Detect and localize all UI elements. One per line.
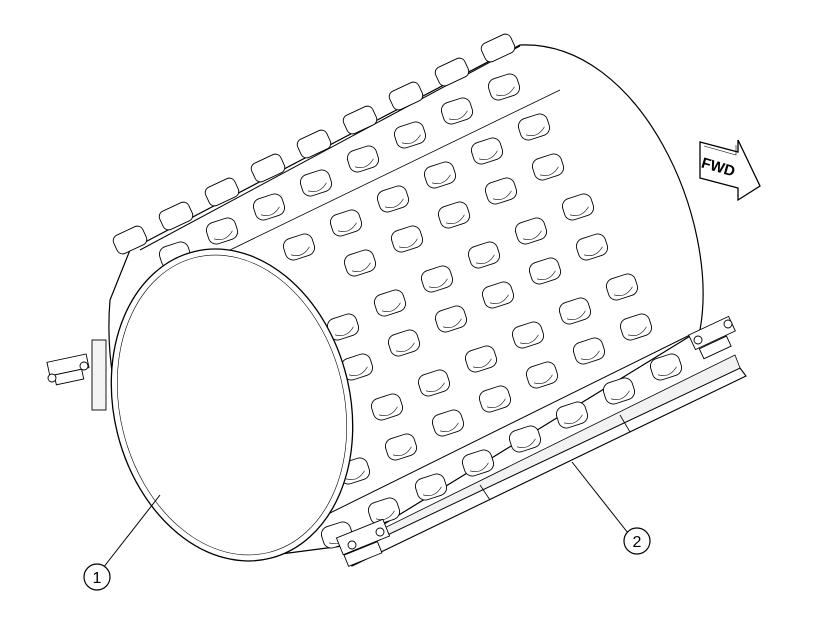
tile-pad: [555, 401, 589, 429]
tile-pad: [572, 337, 606, 365]
callout-2-label: 2: [633, 534, 642, 551]
cylinder-end-rim: [116, 254, 348, 556]
tile-pad: [480, 33, 516, 63]
tile-pad: [511, 321, 545, 349]
tile-pad: [528, 257, 562, 285]
tile-pad: [605, 273, 639, 301]
tile-pad: [393, 121, 427, 149]
clamp-bracket-left: [46, 339, 107, 411]
clamp-bracket-right: [688, 315, 736, 360]
tile-pad: [619, 313, 653, 341]
seam-line: [229, 89, 561, 251]
tile-pad: [384, 433, 418, 461]
tile-pad: [649, 353, 683, 381]
tile-pad: [340, 353, 374, 381]
tile-pad: [464, 345, 498, 373]
tile-pad: [434, 57, 470, 87]
tile-pad: [508, 425, 542, 453]
tile-pad: [431, 409, 465, 437]
tile-pad: [367, 497, 401, 525]
leader-line-1: [102, 494, 161, 569]
callout-2: 2: [623, 527, 651, 555]
tile-pad: [525, 361, 559, 389]
tile-pad: [346, 145, 380, 173]
rail-joint: [619, 414, 631, 433]
tile-pad: [484, 177, 518, 205]
tile-pad: [388, 81, 424, 111]
tile-pad: [481, 281, 515, 309]
cylinder-end-face: [110, 248, 354, 562]
tile-pad: [373, 289, 407, 317]
tile-pad: [252, 193, 286, 221]
tile-pad: [467, 241, 501, 269]
tile-pad: [414, 473, 448, 501]
callout-1-label: 1: [93, 570, 102, 587]
tile-pad: [417, 369, 451, 397]
tile-pad: [420, 265, 454, 293]
tile-pad: [204, 177, 240, 207]
tile-pad: [531, 153, 565, 181]
tile-pad: [390, 225, 424, 253]
tile-pad: [112, 225, 148, 255]
tile-array: [112, 33, 683, 549]
tile-pad: [326, 313, 360, 341]
tile-pad: [205, 217, 239, 245]
tile-pad: [487, 73, 521, 101]
tile-pad: [250, 153, 286, 183]
callout-1: 1: [83, 563, 111, 591]
tile-pad: [376, 185, 410, 213]
tile-pad: [329, 209, 363, 237]
tile-pad: [470, 137, 504, 165]
tile-pad: [440, 97, 474, 125]
tile-pad: [342, 105, 378, 135]
tile-pad: [158, 201, 194, 231]
tile-pad: [602, 377, 636, 405]
tile-pad: [478, 385, 512, 413]
tile-pad: [343, 249, 377, 277]
leader-line-2: [571, 461, 629, 534]
tile-pad: [387, 329, 421, 357]
tile-pad: [517, 113, 551, 141]
tile-pad: [461, 449, 495, 477]
rail-joint: [479, 484, 491, 501]
tile-pad: [575, 233, 609, 261]
tile-pad: [423, 161, 457, 189]
forward-arrow-icon: FWD: [699, 139, 761, 202]
tile-pad: [561, 193, 595, 221]
tile-pad: [437, 201, 471, 229]
tile-pad: [434, 305, 468, 333]
tile-pad: [296, 129, 332, 159]
tile-pad: [370, 393, 404, 421]
tile-pad: [514, 217, 548, 245]
clamp-bracket-bottom: [335, 518, 391, 567]
tile-pad: [299, 169, 333, 197]
tile-pad: [558, 297, 592, 325]
tile-pad: [282, 233, 316, 261]
